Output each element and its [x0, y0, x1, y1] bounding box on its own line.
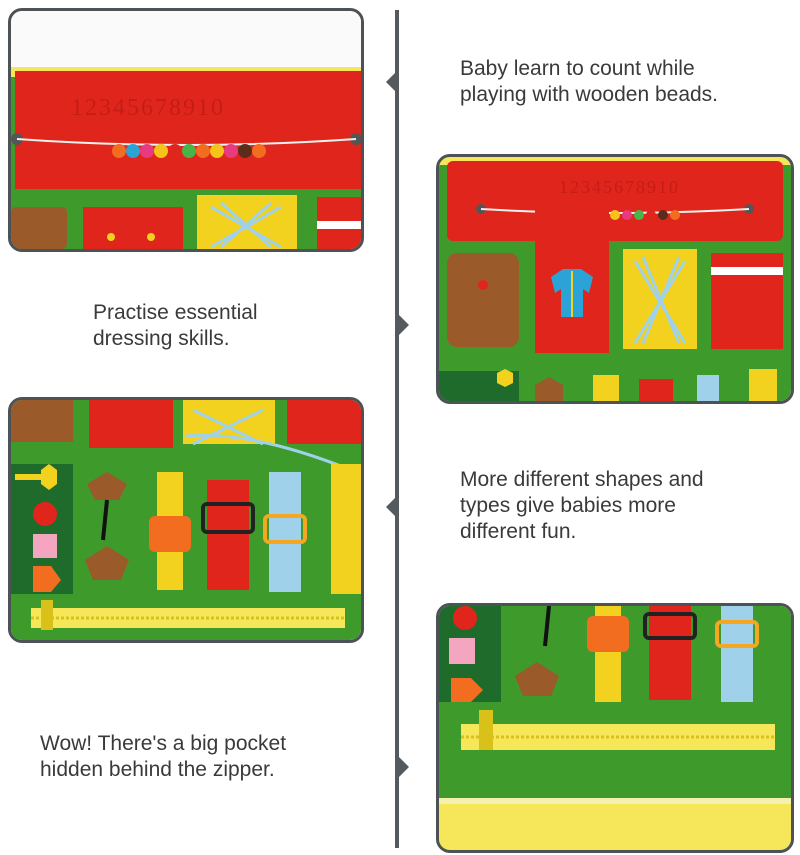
timeline-arrow-left	[386, 72, 396, 92]
number-strip-small: 12345678910	[559, 177, 680, 197]
timeline-arrow-right	[399, 315, 409, 335]
photo-shapes-buckles	[8, 397, 364, 643]
timeline-arrow-right	[399, 757, 409, 777]
photo-zipper-pocket	[436, 603, 794, 853]
caption-shapes: More different shapes and types give bab…	[460, 468, 704, 543]
timeline-line	[395, 10, 399, 848]
number-strip: 12345678910	[71, 95, 225, 121]
photo-dressing-skills: 12345678910	[436, 154, 794, 404]
caption-dressing: Practise essential dressing skills.	[93, 301, 258, 350]
caption-counting: Baby learn to count while playing with w…	[460, 57, 719, 106]
timeline-arrow-left	[386, 497, 396, 517]
wooden-beads	[112, 144, 266, 158]
caption-pocket: Wow! There's a big pocket hidden behind …	[40, 732, 287, 781]
photo-counting-beads: 12345678910	[8, 8, 364, 252]
